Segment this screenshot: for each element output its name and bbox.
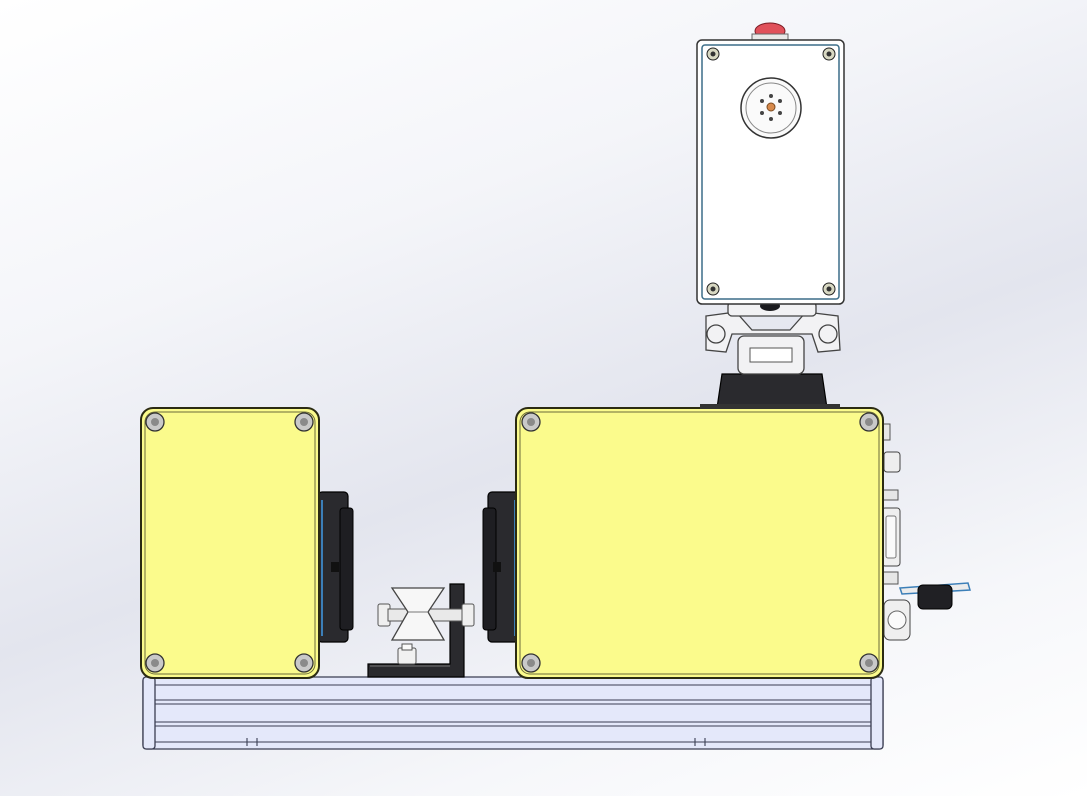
mount-yoke (705, 311, 841, 353)
rail-end-cap-right (870, 676, 884, 750)
screw-icon (145, 653, 165, 673)
l-bracket[interactable] (367, 583, 465, 678)
sensor-bracket[interactable] (898, 582, 971, 610)
enclosure-lid (515, 407, 884, 679)
window-latch (331, 562, 339, 572)
sensor-body-icon (917, 584, 953, 610)
screw-icon (859, 653, 879, 673)
screw-icon (294, 653, 314, 673)
camera-housing[interactable] (696, 22, 845, 305)
screw-icon (145, 412, 165, 432)
screw-icon (859, 412, 879, 432)
bracket-body (367, 583, 465, 678)
window-latch (493, 562, 501, 572)
screw-icon (521, 653, 541, 673)
lamp-base (751, 33, 789, 41)
connector-round-face (887, 610, 907, 630)
v-groove-roller[interactable] (377, 587, 475, 641)
rail-body (142, 676, 884, 750)
mount-hinge-left (706, 324, 726, 344)
screw-icon (294, 412, 314, 432)
mount-hinge-right (818, 324, 838, 344)
mount-swivel-slot (749, 347, 793, 363)
rail-end-cap-left (142, 676, 156, 750)
housing-shell (696, 39, 845, 305)
right-enclosure[interactable] (515, 407, 884, 679)
base-rail[interactable] (142, 676, 884, 750)
bracket-bolt-cap (401, 643, 413, 651)
screw-icon (822, 282, 836, 296)
right-enclosure-window[interactable] (482, 491, 521, 643)
window-lens (339, 507, 354, 631)
housing-frame (701, 44, 840, 300)
screw-icon (822, 47, 836, 61)
left-enclosure[interactable] (140, 407, 320, 679)
enclosure-lid (140, 407, 320, 679)
connector-plug (881, 571, 899, 585)
enclosure-inner-edge (144, 411, 316, 675)
screw-icon (706, 282, 720, 296)
screw-icon (521, 412, 541, 432)
mount-base (716, 373, 828, 409)
connector-db-inner (885, 515, 897, 559)
left-enclosure-window[interactable] (317, 491, 354, 643)
roller-axle-nut-right (461, 603, 475, 627)
rail-tick-marks (246, 738, 706, 746)
mount-base-foot (700, 404, 840, 409)
connector-plug (881, 489, 899, 501)
enclosure-inner-edge (519, 411, 880, 675)
camera-lens-icon (740, 77, 802, 139)
connector-gland (883, 451, 901, 473)
screw-icon (706, 47, 720, 61)
side-connectors[interactable] (879, 423, 911, 641)
camera-pivot-mount[interactable] (700, 301, 841, 409)
